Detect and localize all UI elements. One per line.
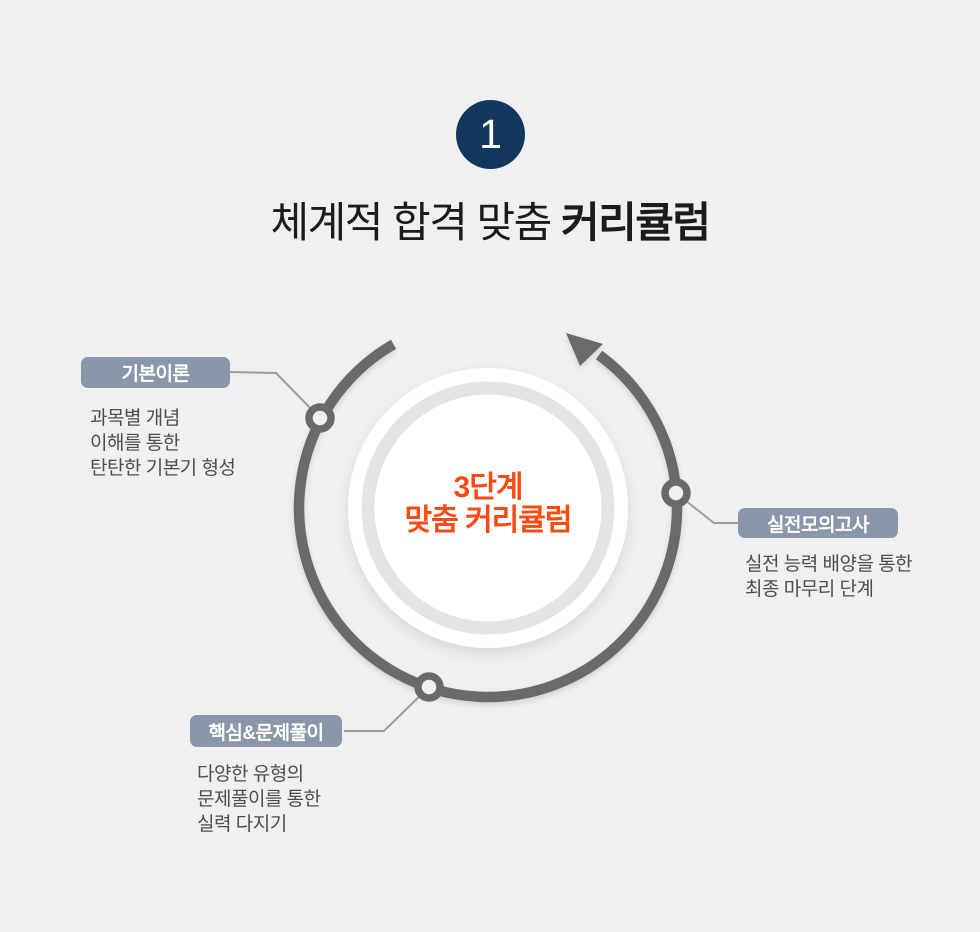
center-label-line2: 맞춤 커리큘럼: [404, 504, 573, 537]
section-title-regular: 체계적 합격 맞춤: [270, 199, 561, 246]
desc-line: 이해를 통한: [90, 433, 180, 454]
desc-line: 문제풀이를 통한: [197, 789, 321, 810]
section-title: 체계적 합격 맞춤 커리큘럼: [0, 199, 980, 247]
section-title-bold: 커리큘럼: [560, 199, 711, 246]
cycle-diagram: [229, 333, 742, 732]
label-core-problem-solving-text: 핵심&문제풀이: [208, 722, 324, 744]
desc-mock-exam: 실전 능력 배양을 통한 최종 마무리 단계: [745, 552, 913, 602]
connector-core-problem-solving: [344, 686, 430, 732]
node-mock-exam: [661, 478, 691, 508]
step-number-badge: 1: [456, 100, 525, 169]
label-basic-theory-text: 기본이론: [121, 364, 190, 385]
desc-line: 실전 능력 배양을 통한: [745, 554, 913, 575]
center-disc: [348, 368, 628, 648]
connector-basic-theory: [229, 371, 321, 419]
center-label: 3단계 맞춤 커리큘럼: [348, 471, 628, 537]
step-number: 1: [479, 111, 502, 157]
desc-core-problem-solving: 다양한 유형의 문제풀이를 통한 실력 다지기: [197, 762, 321, 837]
desc-line: 탄탄한 기본기 형성: [90, 458, 236, 479]
label-core-problem-solving: 핵심&문제풀이: [190, 715, 342, 747]
node-core-problem-solving: [414, 672, 444, 702]
label-basic-theory: 기본이론: [81, 357, 230, 388]
desc-line: 실력 다지기: [197, 814, 287, 835]
center-label-line1: 3단계: [453, 471, 524, 504]
desc-line: 과목별 개념: [90, 408, 180, 429]
desc-line: 최종 마무리 단계: [745, 579, 874, 600]
label-mock-exam: 실전모의고사: [738, 508, 898, 538]
label-mock-exam-text: 실전모의고사: [767, 514, 869, 536]
desc-line: 다양한 유형의: [197, 764, 304, 785]
node-basic-theory: [305, 403, 335, 433]
desc-basic-theory: 과목별 개념 이해를 통한 탄탄한 기본기 형성: [90, 406, 236, 481]
center-ring: [361, 381, 615, 635]
connector-mock-exam: [675, 492, 742, 524]
cycle-arrow-icon: [566, 333, 603, 366]
